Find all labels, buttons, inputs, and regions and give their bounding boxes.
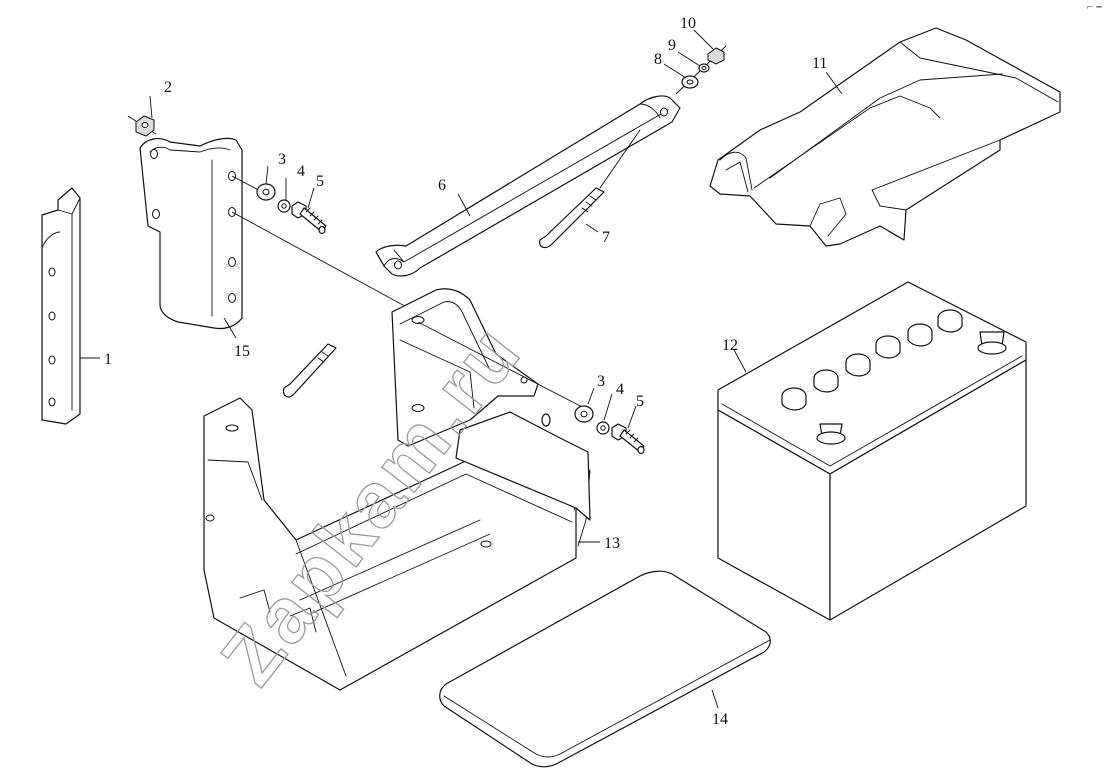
callout-4-lower: 4	[616, 381, 624, 398]
callout-2: 2	[164, 79, 172, 96]
callout-3-lower: 3	[597, 373, 605, 390]
hold-down-bar-part-6	[375, 95, 681, 277]
j-bolt-part-7	[539, 187, 605, 249]
mounting-plate-part-15	[139, 137, 243, 330]
callout-7: 7	[602, 229, 610, 246]
callout-9: 9	[668, 37, 676, 54]
nut-part-2	[127, 115, 157, 137]
callout-15: 15	[234, 343, 250, 360]
hardware-set-upper	[231, 175, 327, 235]
callout-6: 6	[438, 177, 446, 194]
battery-tray-part-13	[203, 397, 591, 691]
hardware-set-lower	[417, 321, 645, 455]
bracket-part-1	[41, 187, 81, 425]
hardware-set-top	[675, 45, 727, 95]
tray-upright-bracket	[391, 288, 539, 447]
callout-3-upper: 3	[278, 151, 286, 168]
callout-4-upper: 4	[297, 163, 305, 180]
callout-leaders	[80, 29, 843, 709]
callout-1: 1	[104, 351, 112, 368]
callout-10: 10	[680, 15, 696, 32]
battery-cells	[781, 309, 963, 411]
battery-terminals	[816, 331, 1007, 445]
callout-12: 12	[722, 337, 738, 354]
callout-5-upper: 5	[316, 173, 324, 190]
callout-labels: 1 2 3 4 5 6 7 8 9 10 11 12 13 14 15 3 4 …	[104, 15, 827, 728]
j-bolt-lower	[283, 343, 337, 398]
callout-11: 11	[812, 55, 827, 72]
assembly-leader-line	[231, 211, 413, 311]
corner-mark: ⌐ ━	[1086, 3, 1102, 13]
pad-part-14	[439, 570, 771, 768]
callout-14: 14	[712, 711, 728, 728]
callout-5-lower: 5	[636, 393, 644, 410]
battery-part-12	[717, 281, 1027, 621]
callout-8: 8	[654, 51, 662, 68]
battery-cover-part-11	[709, 27, 1061, 247]
callout-13: 13	[604, 535, 620, 552]
